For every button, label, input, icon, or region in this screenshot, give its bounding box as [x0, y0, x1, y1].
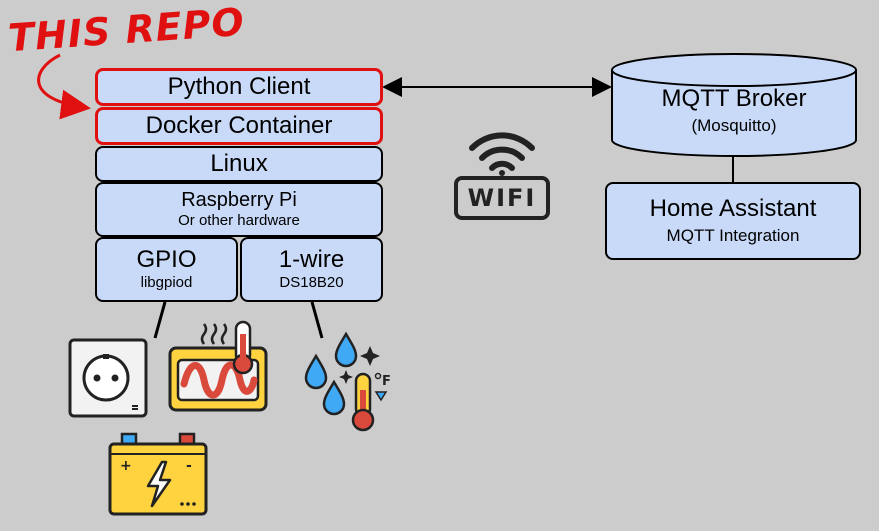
mqtt-broker-sublabel: (Mosquitto) [691, 116, 777, 135]
gpio-label: GPIO [136, 246, 197, 273]
svg-text:F: F [382, 374, 391, 389]
python-client-box: Python Client [95, 68, 383, 106]
docker-container-box: Docker Container [95, 107, 383, 145]
wifi-icon [469, 132, 535, 176]
mqtt-broker-cylinder [611, 53, 857, 157]
raspberry-pi-box: Raspberry Pi Or other hardware [95, 182, 383, 237]
svg-text:-: - [186, 458, 192, 474]
onewire-box: 1-wire DS18B20 [240, 237, 383, 302]
temperature-humidity-icon: F [304, 331, 391, 432]
raspberry-pi-sublabel: Or other hardware [178, 212, 300, 229]
power-socket-icon [68, 338, 148, 418]
onewire-label: 1-wire [278, 246, 345, 273]
svg-text:+: + [120, 458, 132, 474]
mqtt-broker-text: MQTT Broker (Mosquitto) [610, 86, 858, 136]
mqtt-broker-label: MQTT Broker [661, 85, 807, 112]
linux-box: Linux [95, 146, 383, 182]
heater-icon [168, 320, 268, 412]
annotation-arrow [37, 53, 91, 120]
onewire-leg [310, 301, 324, 339]
wifi-label: WIFI [454, 176, 550, 220]
home-assistant-sublabel: MQTT Integration [666, 226, 800, 245]
gpio-sublabel: libgpiod [140, 274, 193, 291]
gpio-leg [153, 301, 167, 339]
python-client-label: Python Client [167, 73, 311, 100]
raspberry-pi-label: Raspberry Pi [181, 189, 297, 211]
linux-label: Linux [210, 150, 268, 177]
gpio-box: GPIO libgpiod [95, 237, 238, 302]
home-assistant-label: Home Assistant [649, 195, 817, 222]
home-assistant-box: Home Assistant MQTT Integration [605, 182, 861, 260]
onewire-sublabel: DS18B20 [279, 274, 344, 291]
docker-container-label: Docker Container [145, 112, 333, 139]
battery-icon: + - [108, 432, 208, 516]
